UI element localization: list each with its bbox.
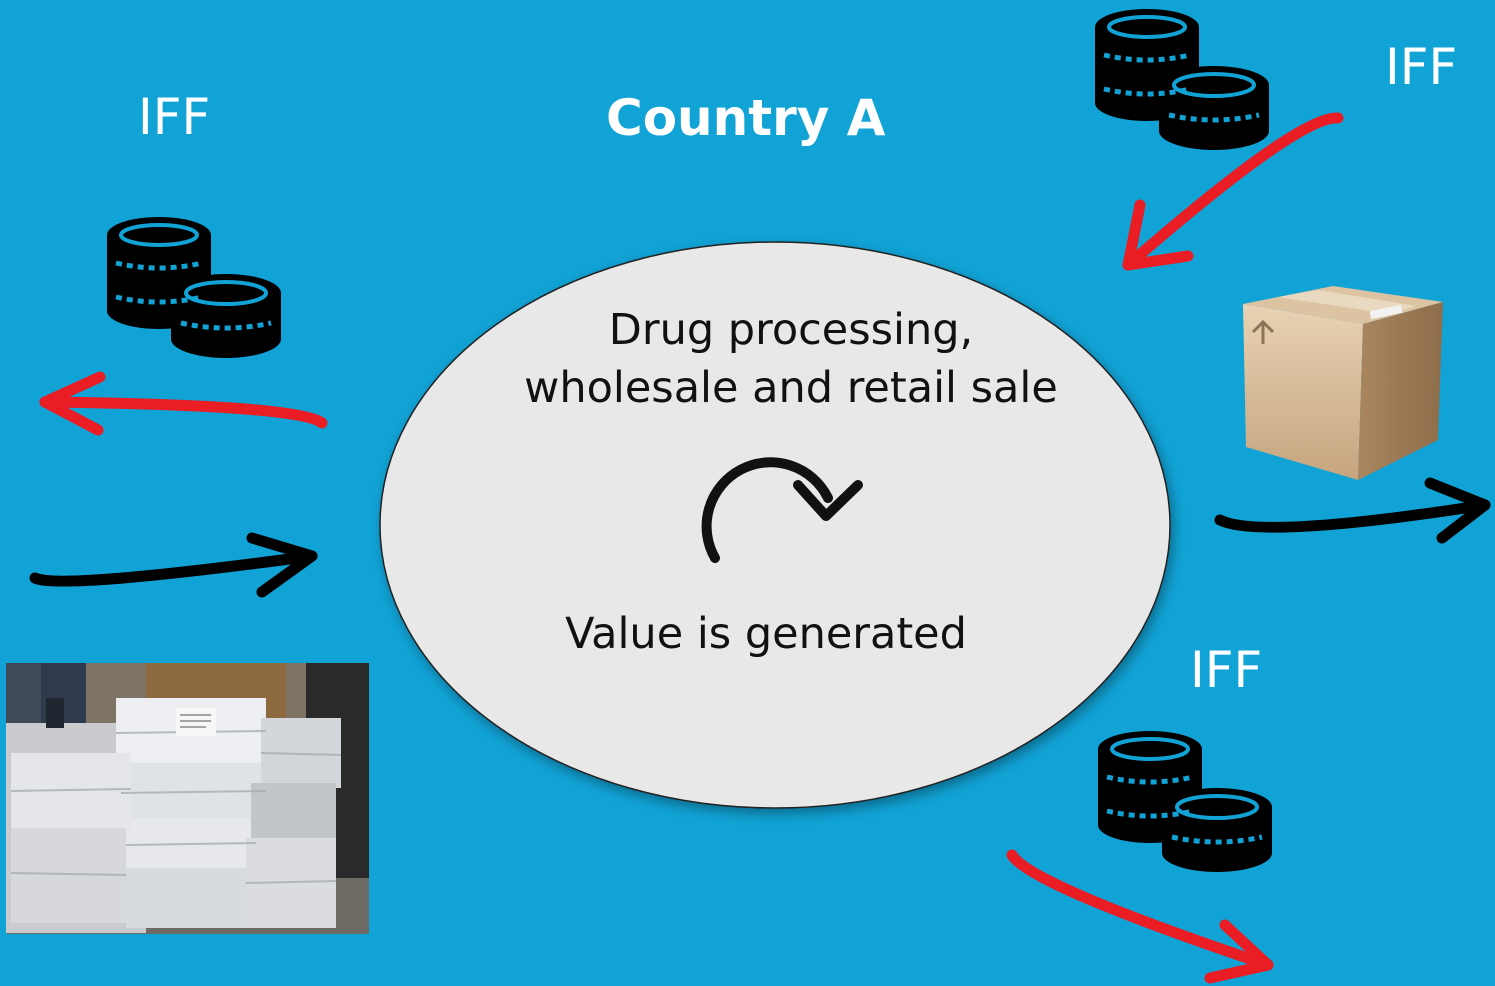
country-title: Country A — [606, 89, 886, 147]
value-caption: Value is generated — [565, 609, 967, 659]
cardboard-box-icon — [1243, 286, 1443, 480]
money-outflow-arrow-left — [39, 371, 328, 436]
seized-packages-photo — [6, 663, 369, 934]
iff-label-top-right: IFF — [1385, 38, 1458, 96]
goods-outflow-arrow — [1214, 477, 1491, 544]
iff-label-left: IFF — [138, 88, 211, 146]
goods-inflow-arrow — [29, 532, 318, 598]
money-outflow-arrow-bottom-right — [1006, 849, 1274, 984]
coins-stack-icon — [1095, 9, 1269, 150]
money-inflow-arrow-top-right — [1122, 112, 1344, 271]
process-description: Drug processing, wholesale and retail sa… — [500, 301, 1082, 417]
coins-stack-icon — [1098, 731, 1272, 872]
clockwise-cycle-icon — [701, 457, 863, 563]
coins-stack-icon — [107, 217, 281, 358]
iff-label-bottom-right: IFF — [1190, 641, 1263, 699]
process-line-2: wholesale and retail sale — [524, 363, 1058, 413]
process-line-1: Drug processing, — [608, 305, 974, 355]
